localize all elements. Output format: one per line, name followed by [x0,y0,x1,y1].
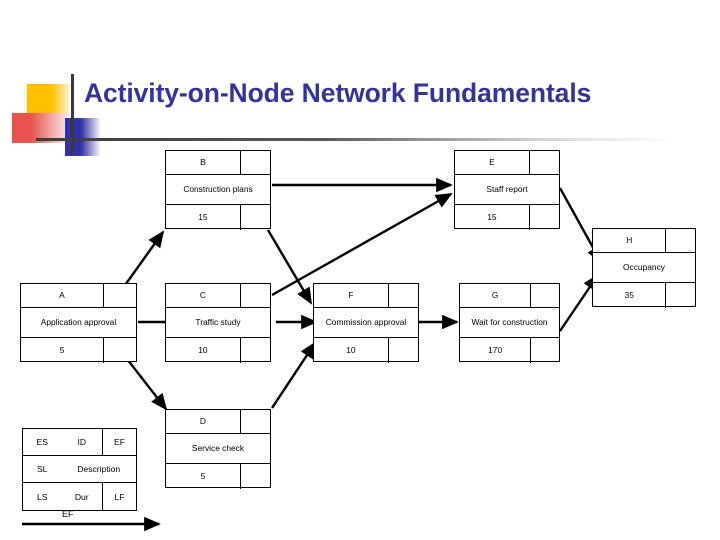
node-E-duration: 15 [455,205,530,230]
node-A-code: A [21,284,104,307]
node-D-code-spacer [241,410,270,433]
node-G-code: G [460,284,532,307]
node-B-duration: 15 [166,205,241,230]
node-H-row-dur: 35 [593,283,695,308]
node-H-code: H [593,229,667,252]
node-C-description: Traffic study [195,316,241,327]
node-B-dur-spacer [241,205,270,230]
node-B-code: B [166,151,241,174]
node-E-dur-spacer [530,205,559,230]
page-title: Activity-on-Node Network Fundamentals [84,78,592,108]
legend-row-top: ES ID EF [23,429,136,456]
node-E-row-code: E [455,151,559,175]
node-F[interactable]: F Commission approval 10 [313,283,419,363]
node-F-description: Commission approval [325,316,407,327]
legend-sl: SL [36,464,48,474]
node-C-row-code: C [166,284,270,308]
legend-ls: LS [36,491,48,502]
legend-description: Description [77,464,121,474]
node-F-row-desc: Commission approval [314,308,418,338]
legend-es: ES [36,437,48,447]
node-G-row-code: G [460,284,559,308]
decoration-horizontal-rule [36,138,676,141]
node-E-code-spacer [530,151,559,174]
node-F-dur-spacer [389,338,418,363]
node-E[interactable]: E Staff report 15 [454,150,560,230]
legend-id: ID [77,437,87,447]
decoration-vertical-rule [71,74,74,154]
node-F-row-code: F [314,284,418,308]
node-C-code-spacer [241,284,270,307]
node-D-row-desc: Service check [166,434,270,464]
node-G-description: Wait for construction [471,316,548,327]
node-B-description: Construction plans [183,183,253,194]
node-D-dur-spacer [241,464,270,489]
legend-dur: Dur [74,491,89,502]
node-H-code-spacer [666,229,695,252]
node-D-description: Service check [191,442,245,453]
node-G-duration: 170 [460,338,532,363]
node-H-description: Occupancy [623,261,665,272]
node-D-duration: 5 [166,464,241,489]
node-C-row-dur: 10 [166,338,270,363]
node-H-dur-spacer [666,283,695,308]
node-E-code: E [455,151,530,174]
node-B-row-code: B [166,151,270,175]
node-A-duration: 5 [21,338,104,363]
node-C-duration: 10 [166,338,241,363]
node-F-row-dur: 10 [314,338,418,363]
node-G-row-desc: Wait for construction [460,308,559,338]
node-A-dur-spacer [104,338,136,363]
node-E-row-dur: 15 [455,205,559,230]
node-B-row-desc: Construction plans [166,175,270,205]
node-G-dur-spacer [531,338,559,363]
node-H-duration: 35 [593,283,667,308]
node-A-row-code: A [21,284,136,308]
node-A-row-dur: 5 [21,338,136,363]
node-D-row-code: D [166,410,270,434]
node-H[interactable]: H Occupancy 35 [592,228,696,308]
edge-B-F [266,229,313,305]
node-B[interactable]: B Construction plans 15 [165,150,271,230]
node-H-row-code: H [593,229,695,253]
legend-ef: EF [102,429,136,455]
node-key-legend[interactable]: ES ID EF SL Description LS Dur LF [22,428,137,511]
edge-C-E [271,192,453,297]
node-C[interactable]: C Traffic study 10 [165,283,271,363]
node-A[interactable]: A Application approval 5 [20,283,137,363]
node-G[interactable]: G Wait for construction 170 [459,283,560,363]
edge-G-H [559,273,600,332]
node-D-code: D [166,410,241,433]
node-H-row-desc: Occupancy [593,253,695,283]
node-D[interactable]: D Service check 5 [165,409,271,489]
node-A-description: Application approval [40,316,117,327]
legend-axis-label: EF [62,509,74,519]
node-C-dur-spacer [241,338,270,363]
legend-row-bottom: LS Dur LF [23,483,136,510]
node-A-code-spacer [104,284,136,307]
node-B-row-dur: 15 [166,205,270,230]
slide-title-area: Activity-on-Node Network Fundamentals [0,0,720,156]
node-D-row-dur: 5 [166,464,270,489]
node-A-row-desc: Application approval [21,308,136,338]
legend-row-middle: SL Description [23,456,136,483]
legend-lf: LF [102,483,136,510]
node-G-row-dur: 170 [460,338,559,363]
node-B-code-spacer [241,151,270,174]
node-F-code: F [314,284,389,307]
edge-D-F [270,341,317,409]
node-F-duration: 10 [314,338,389,363]
node-E-row-desc: Staff report [455,175,559,205]
node-E-description: Staff report [486,183,528,194]
node-G-code-spacer [531,284,559,307]
node-F-code-spacer [389,284,418,307]
node-C-code: C [166,284,241,307]
node-C-row-desc: Traffic study [166,308,270,338]
